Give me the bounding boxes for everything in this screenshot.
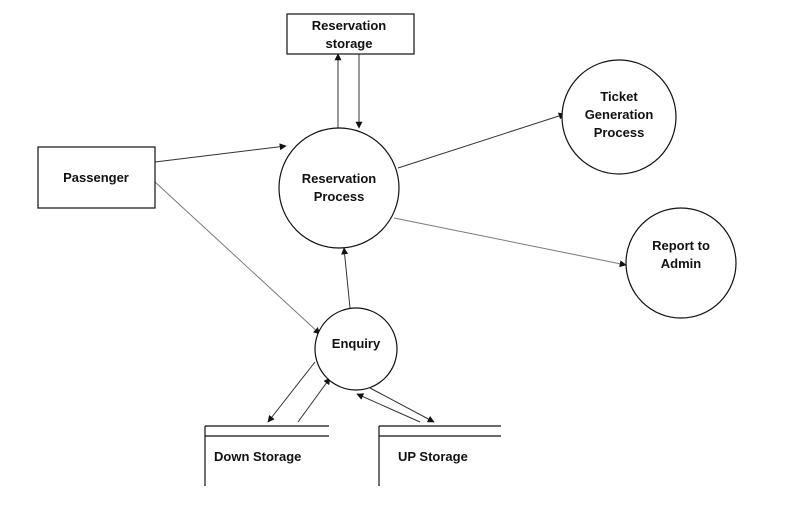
report-admin-label-line1: Report to xyxy=(652,238,710,253)
ticket-generation-label-line3: Process xyxy=(594,125,645,140)
edge-up-storage-to-enquiry xyxy=(356,393,421,423)
edge-reservation-to-report xyxy=(393,217,627,268)
reservation-process-label-line1: Reservation xyxy=(302,171,376,186)
edge-reservation-to-ticket xyxy=(397,112,566,169)
edge-passenger-to-reservation xyxy=(154,143,287,163)
enquiry-process: Enquiry xyxy=(314,307,398,391)
edge-down-storage-to-enquiry xyxy=(297,377,331,423)
edge-enquiry-to-reservation xyxy=(341,247,351,309)
edge-passenger-to-enquiry xyxy=(154,181,321,335)
reservation-process-label-line2: Process xyxy=(314,189,365,204)
reservation-storage-label-line1: Reservation xyxy=(312,18,386,33)
report-admin-label-line2: Admin xyxy=(661,256,702,271)
passenger-label: Passenger xyxy=(63,170,129,185)
up-storage-label: UP Storage xyxy=(398,449,468,464)
passenger-entity: Passenger xyxy=(37,146,156,209)
down-storage: Down Storage xyxy=(204,425,329,486)
up-storage: UP Storage xyxy=(378,425,501,486)
down-storage-label: Down Storage xyxy=(214,449,301,464)
report-to-admin-process: Report to Admin xyxy=(625,207,737,319)
enquiry-label: Enquiry xyxy=(332,336,381,351)
ticket-generation-process: Ticket Generation Process xyxy=(561,59,677,175)
edge-enquiry-to-up-storage xyxy=(369,387,435,423)
reservation-storage-label-line2: storage xyxy=(326,36,373,51)
reservation-process: Reservation Process xyxy=(278,127,400,249)
reservation-storage: Reservation storage xyxy=(286,13,415,55)
edge-enquiry-to-down-storage xyxy=(267,361,316,423)
ticket-generation-label-line2: Generation xyxy=(585,107,654,122)
ticket-generation-label-line1: Ticket xyxy=(600,89,638,104)
